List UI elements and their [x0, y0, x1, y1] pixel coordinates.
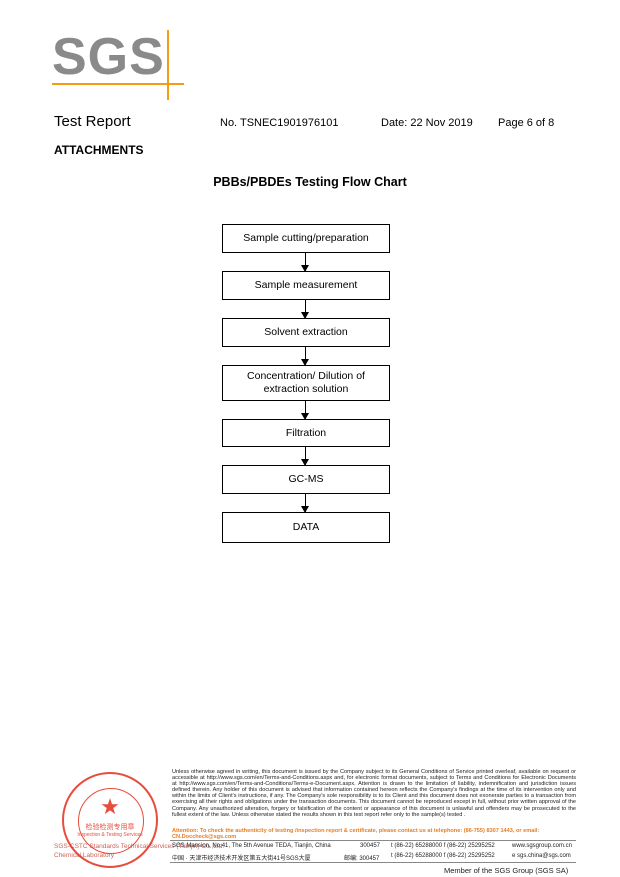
flow-step-label: DATA	[292, 521, 320, 533]
flow-step-label: Concentration/ Dilution of extraction so…	[247, 370, 365, 395]
report-title: Test Report	[54, 113, 131, 130]
report-number: No. TSNEC1901976101	[220, 117, 339, 129]
lab-name: SGS-CSTC Standards Technical Services (T…	[54, 843, 225, 850]
flow-step-sample-cutting: Sample cutting/preparation	[222, 224, 390, 253]
footer-divider-bottom	[170, 862, 576, 863]
authenticity-notice: Attention: To check the authenticity of …	[172, 828, 540, 841]
phone-en: t (86-22) 65288000 f (86-22) 25295252	[391, 843, 495, 849]
logo-accent-vertical	[167, 30, 169, 100]
flow-arrow	[301, 401, 309, 420]
website-link[interactable]: www.sgsgroup.com.cn	[512, 843, 573, 849]
flow-arrow	[301, 447, 309, 466]
flow-step-label: Sample measurement	[254, 279, 358, 291]
flow-step-concentration-dilution: Concentration/ Dilution of extraction so…	[222, 365, 390, 401]
flow-step-label: Sample cutting/preparation	[243, 232, 369, 244]
logo-accent-horizontal	[52, 83, 184, 85]
flow-step-sample-measurement: Sample measurement	[222, 271, 390, 300]
flowchart-title: PBBs/PBDEs Testing Flow Chart	[213, 175, 407, 189]
address-cn: 中国 · 天津市经济技术开发区第五大街41号SGS大厦	[172, 856, 311, 862]
flow-step-label: Filtration	[285, 426, 327, 439]
flow-step-data: DATA	[222, 512, 390, 543]
postcode-cn: 邮编: 300457	[344, 856, 380, 862]
footer-divider	[170, 840, 576, 841]
sgs-logo-text: SGS	[52, 28, 165, 86]
flow-step-filtration: Filtration	[222, 419, 390, 447]
flow-arrow	[301, 347, 309, 366]
phone-cn: t (86-22) 65288000 f (86-22) 25295252	[391, 853, 495, 859]
flow-arrow	[301, 494, 309, 513]
postcode-en: 300457	[360, 843, 381, 849]
flow-arrow	[301, 300, 309, 319]
flow-step-label: Solvent extraction	[264, 326, 348, 338]
legal-disclaimer: Unless otherwise agreed in writing, this…	[172, 769, 576, 818]
flow-step-solvent-extraction: Solvent extraction	[222, 318, 390, 347]
report-date: Date: 22 Nov 2019	[381, 117, 473, 129]
section-heading: ATTACHMENTS	[54, 143, 144, 157]
lab-division: Chemical Laboratory	[54, 852, 114, 859]
star-icon: ★	[100, 794, 120, 819]
address-en: SGS Mansion, No.41, The 5th Avenue TEDA,…	[172, 843, 331, 849]
flow-step-gc-ms: GC-MS	[222, 465, 390, 494]
official-seal: ★ 检验检测专用章 Inspection & Testing Services	[62, 772, 158, 868]
seal-sub-text: Inspection & Testing Services	[77, 832, 143, 838]
email-link[interactable]: e sgs.china@sgs.com	[512, 853, 571, 859]
member-note: Member of the SGS Group (SGS SA)	[444, 866, 569, 875]
sgs-logo: SGS	[52, 28, 184, 100]
flow-arrow	[301, 253, 309, 272]
flow-step-label: GC-MS	[288, 473, 324, 485]
seal-inner-ring	[78, 788, 144, 854]
page-number: Page 6 of 8	[498, 117, 555, 129]
seal-center-text: 检验检测专用章	[85, 824, 135, 831]
